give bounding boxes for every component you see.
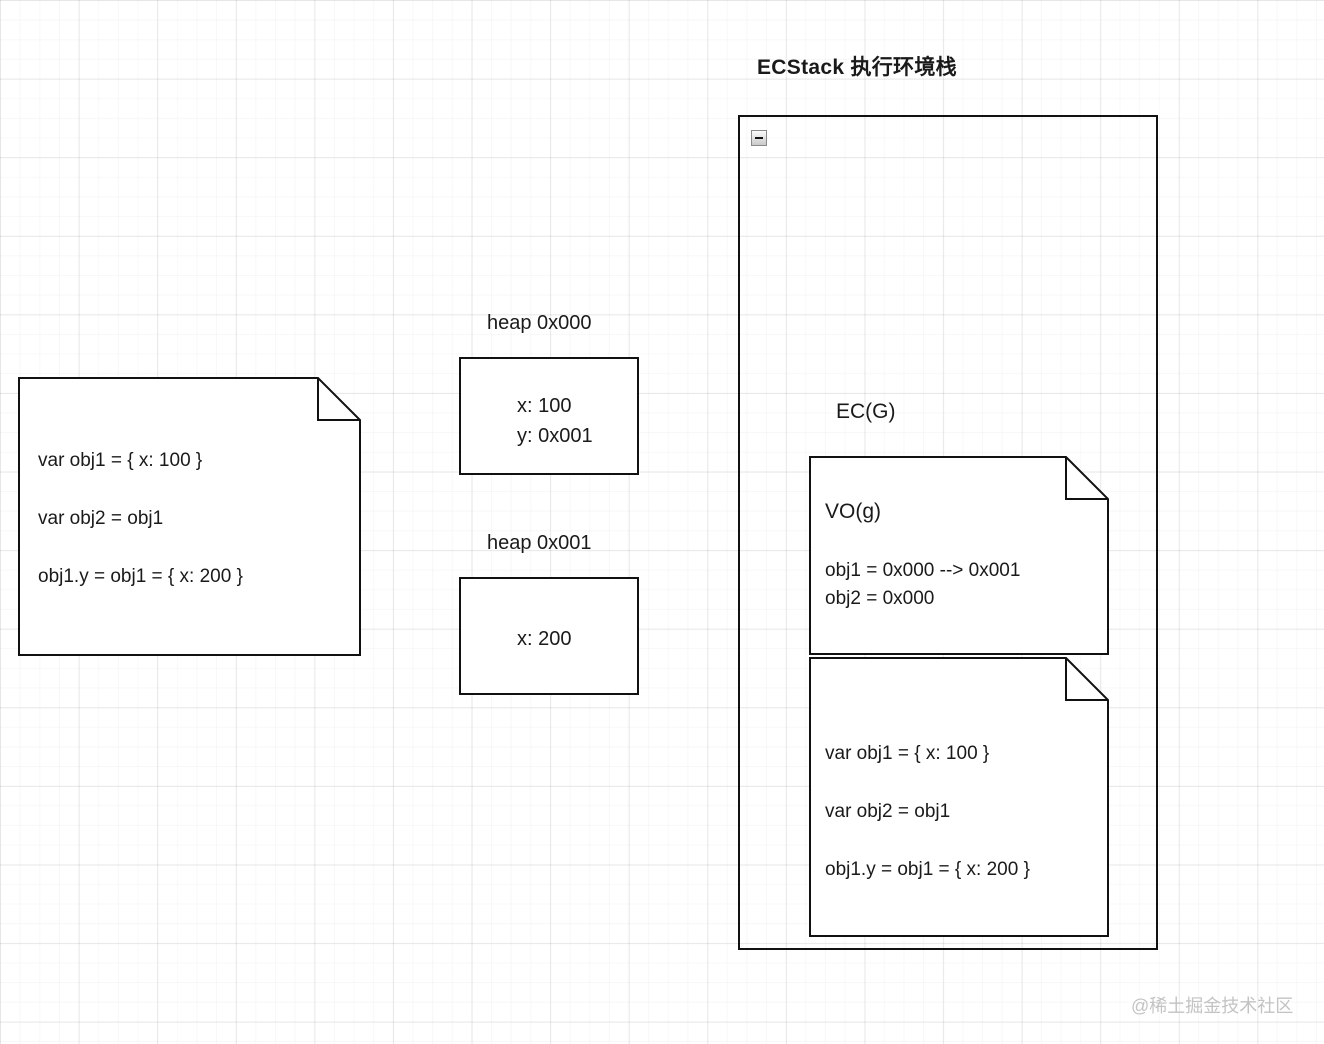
heap-0x000-label: heap 0x000: [487, 312, 592, 334]
note-shape: [18, 377, 361, 656]
vo-g-content: obj1 = 0x000 --> 0x001 obj2 = 0x000: [825, 557, 1020, 613]
heap-line: x: 100: [517, 395, 572, 417]
note-shape: [809, 657, 1109, 937]
code-line: obj1.y = obj1 = { x: 200 }: [825, 859, 1030, 880]
juejin-watermark: @稀土掘金技术社区: [1131, 996, 1294, 1016]
heap-0x001-label: heap 0x001: [487, 532, 592, 554]
collapse-minus-icon[interactable]: [751, 130, 767, 146]
code-line: var obj2 = obj1: [38, 508, 164, 529]
code-line: var obj1 = { x: 100 }: [38, 450, 203, 471]
heap-0x000-content: x: 100 y: 0x001: [517, 391, 593, 451]
heap-0x001-content: x: 200: [517, 624, 571, 654]
ec-g-label: EC(G): [836, 400, 896, 423]
vo-line: obj1 = 0x000 --> 0x001: [825, 560, 1021, 581]
vo-g-title: VO(g): [825, 500, 882, 523]
code-line: obj1.y = obj1 = { x: 200 }: [38, 566, 243, 587]
ecstack-container: [738, 115, 1158, 950]
heap-0x001-box: x: 200: [459, 577, 639, 695]
code-line: var obj1 = { x: 100 }: [825, 743, 990, 764]
code-line: var obj2 = obj1: [825, 801, 951, 822]
code-note-in-stack: var obj1 = { x: 100 } var obj2 = obj1 ob…: [809, 657, 1109, 937]
heap-0x000-box: x: 100 y: 0x001: [459, 357, 639, 475]
code-text: var obj1 = { x: 100 } var obj2 = obj1 ob…: [825, 743, 1030, 880]
vo-g-note: VO(g) obj1 = 0x000 --> 0x001 obj2 = 0x00…: [809, 456, 1109, 655]
minus-glyph: [755, 137, 763, 139]
heap-line: x: 200: [517, 628, 572, 650]
code-note-left: var obj1 = { x: 100 } var obj2 = obj1 ob…: [18, 377, 361, 656]
heap-line: y: 0x001: [517, 425, 593, 447]
code-text: var obj1 = { x: 100 } var obj2 = obj1 ob…: [38, 450, 243, 587]
note-shape: [809, 456, 1109, 655]
vo-line: obj2 = 0x000: [825, 588, 935, 609]
ecstack-title: ECStack 执行环境栈: [757, 56, 957, 79]
